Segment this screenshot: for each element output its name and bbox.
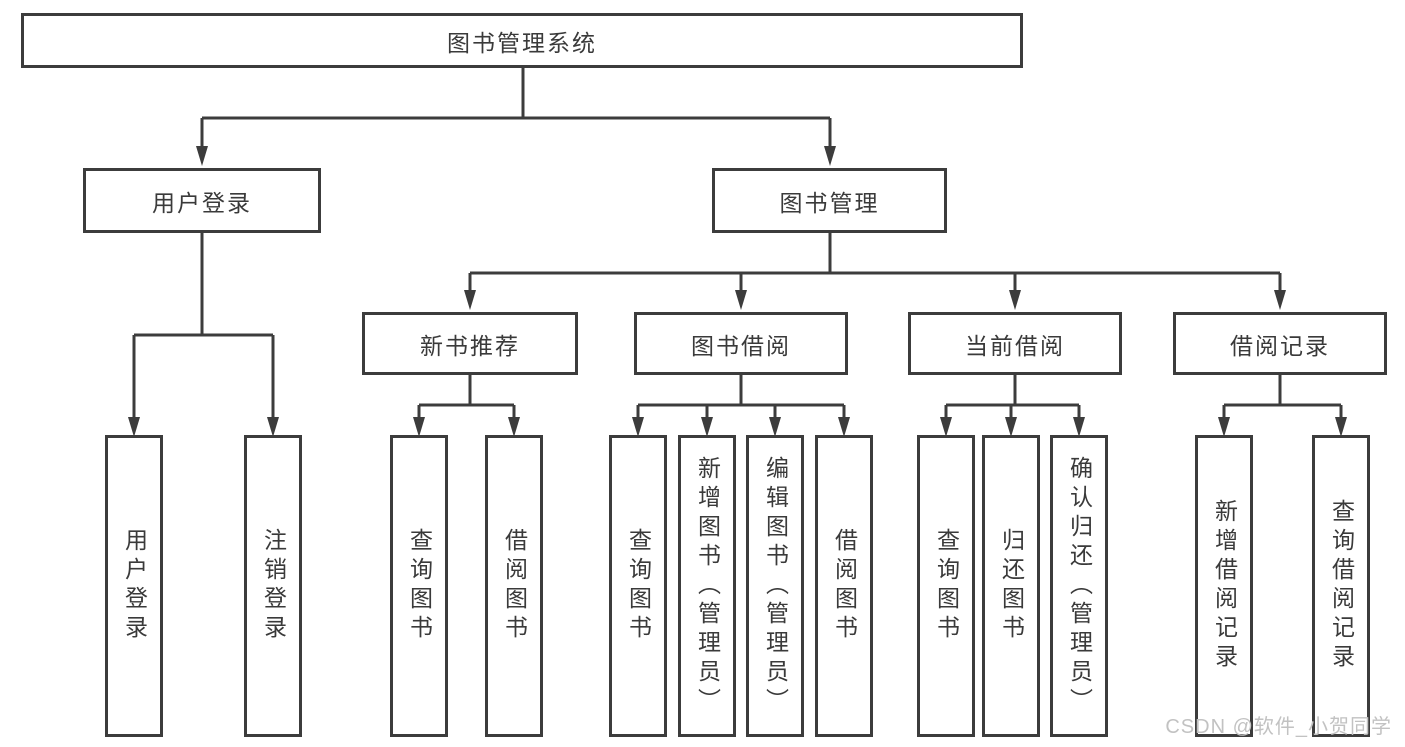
leaf-query-books-borrow: 查询图书: [609, 435, 667, 737]
leaf-confirm-return-admin: 确认归还（管理员）: [1050, 435, 1108, 737]
leaf-add-borrow-record: 新增借阅记录: [1195, 435, 1253, 737]
leaf-query-books-current: 查询图书: [917, 435, 975, 737]
leaf-borrow-books: 借阅图书: [815, 435, 873, 737]
leaf-add-book-admin: 新增图书（管理员）: [678, 435, 736, 737]
node-book-borrow: 图书借阅: [634, 312, 848, 375]
node-user-login: 用户登录: [83, 168, 321, 233]
leaf-user-login: 用户登录: [105, 435, 163, 737]
node-borrow-records: 借阅记录: [1173, 312, 1387, 375]
csdn-watermark: CSDN @软件_小贺同学: [1165, 716, 1392, 738]
node-new-book-recommend: 新书推荐: [362, 312, 578, 375]
leaf-query-borrow-record: 查询借阅记录: [1312, 435, 1370, 737]
leaf-edit-book-admin: 编辑图书（管理员）: [746, 435, 804, 737]
node-book-management: 图书管理: [712, 168, 947, 233]
node-library-system-root: 图书管理系统: [21, 13, 1023, 68]
leaf-return-book: 归还图书: [982, 435, 1040, 737]
leaf-logout: 注销登录: [244, 435, 302, 737]
node-current-borrow: 当前借阅: [908, 312, 1122, 375]
leaf-query-books-recommend: 查询图书: [390, 435, 448, 737]
leaf-borrow-books-recommend: 借阅图书: [485, 435, 543, 737]
